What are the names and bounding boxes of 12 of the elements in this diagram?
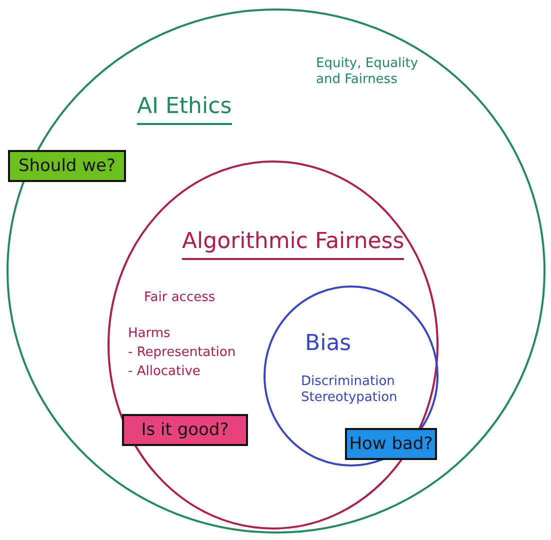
list-heading: Harms bbox=[128, 326, 170, 342]
question-tag: How bad? bbox=[345, 428, 437, 460]
region-note: Discrimination Stereotypation bbox=[301, 374, 398, 406]
list-item: - Allocative bbox=[128, 364, 200, 380]
region-note: Fair access bbox=[144, 290, 216, 306]
region-title: AI Ethics bbox=[137, 93, 232, 124]
question-tag: Should we? bbox=[8, 150, 126, 182]
list-item: - Representation bbox=[128, 345, 236, 362]
question-tag: Is it good? bbox=[122, 414, 248, 446]
region-note: Equity, Equality and Fairness bbox=[316, 56, 420, 88]
region-title: Bias bbox=[305, 330, 352, 358]
region-title: Algorithmic Fairness bbox=[182, 228, 404, 260]
